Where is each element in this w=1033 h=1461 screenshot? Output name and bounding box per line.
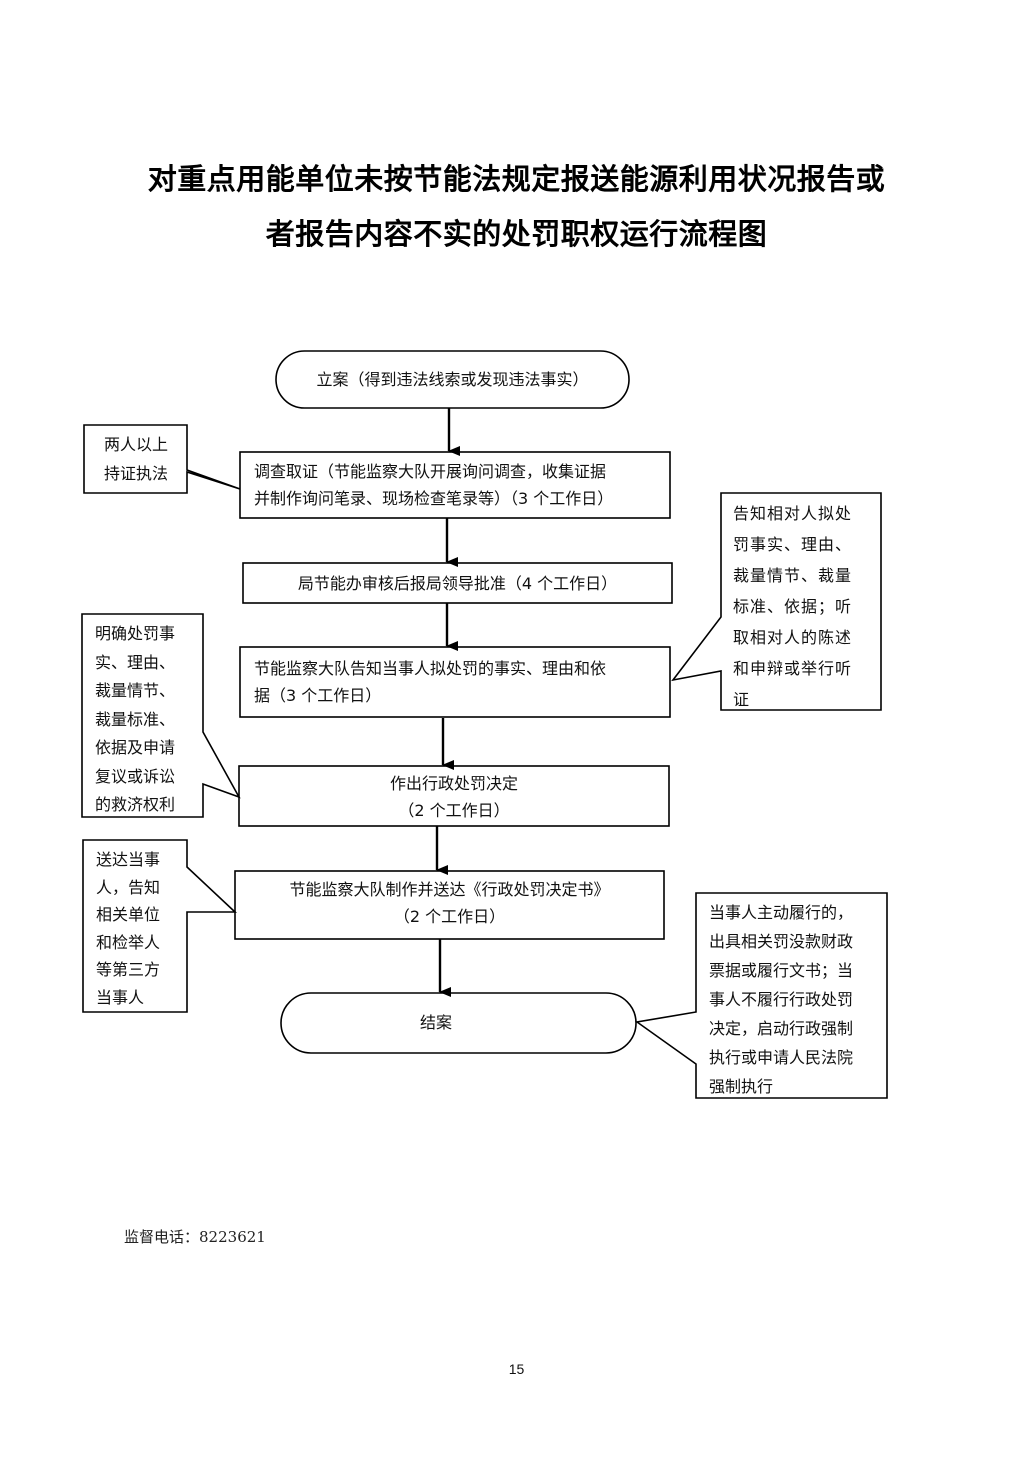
step-decision-box [238, 765, 670, 827]
investigate-note-line: 两人以上 [104, 435, 169, 454]
step-notify-label: 节能监察大队告知当事人拟处罚的事实、理由和依 据（3 个工作日） [254, 655, 666, 709]
step-investigate-line-1: 调查取证（节能监察大队开展询问调查，收集证据 [254, 462, 607, 481]
notify-note-line: 标准、依据；听 [733, 597, 853, 616]
notify-note-line: 告知相对人拟处 [733, 504, 853, 523]
close-note-line: 当事人主动履行的， [709, 903, 854, 922]
investigate-note-line: 持证执法 [104, 464, 169, 483]
step-notify-box [239, 646, 671, 718]
step-decision-label: 作出行政处罚决定 （2 个工作日） [239, 770, 669, 824]
notify-note-line: 裁量情节、裁量 [733, 566, 853, 585]
close-note-line: 出具相关罚没款财政 [709, 932, 854, 951]
delivery-note-line: 送达当事 [96, 850, 161, 869]
step-investigate-line-2: 并制作询问笔录、现场检查笔录等）（3 个工作日） [254, 489, 614, 508]
callout-investigate-note [83, 424, 241, 494]
title-line-2: 者报告内容不实的处罚职权运行流程图 [265, 217, 768, 251]
step-investigate-label: 调查取证（节能监察大队开展询问调查，收集证据 并制作询问笔录、现场检查笔录等）（… [254, 458, 664, 512]
notify-note-line: 证 [733, 690, 751, 709]
step-investigate-box [239, 451, 671, 519]
close-note-line: 事人不履行行政处罚 [709, 990, 854, 1009]
end-terminator [280, 992, 637, 1054]
callout-close-note [634, 892, 888, 1099]
step-approval-box [242, 562, 673, 604]
title-line-1: 对重点用能单位未按节能法规定报送能源利用状况报告或 [147, 162, 886, 196]
delivery-note-line: 相关单位 [96, 905, 161, 924]
decision-note-line: 裁量标准、 [95, 709, 176, 729]
step-notify-line-1: 节能监察大队告知当事人拟处罚的事实、理由和依 [254, 659, 607, 678]
decision-note-text: 明确处罚事 实、理由、 裁量情节、 裁量标准、 依据及申请 复议或诉讼 的救济权… [95, 620, 175, 820]
step-notify-line-2: 据（3 个工作日） [254, 686, 382, 705]
page-number: 15 [508, 1361, 525, 1377]
delivery-note-line: 等第三方 [96, 960, 161, 979]
supervision-phone-label: 监督电话： [124, 1228, 200, 1246]
step-delivery-line-2: （2 个工作日） [393, 907, 506, 926]
close-note-line: 决定，启动行政强制 [709, 1019, 854, 1038]
step-delivery-box [234, 870, 665, 940]
start-label: 立案（得到违法线索或发现违法事实） [316, 370, 589, 389]
delivery-note-line: 当事人 [96, 987, 145, 1007]
step-decision-line-2: （2 个工作日） [398, 801, 510, 820]
step-decision-line-1: 作出行政处罚决定 [389, 774, 518, 793]
start-terminator [275, 350, 630, 409]
decision-note-line: 明确处罚事 [95, 624, 176, 643]
callout-delivery-note [82, 839, 238, 1013]
callout-notify-note [671, 492, 882, 711]
supervision-phone-number: 8223621 [199, 1228, 266, 1246]
decision-note-line: 依据及申请 [95, 738, 176, 757]
delivery-note-line: 和检举人 [96, 932, 161, 952]
step-delivery-label: 节能监察大队制作并送达《行政处罚决定书》 （2 个工作日） [235, 876, 664, 930]
decision-note-line: 实、理由、 [95, 652, 176, 672]
close-note-line: 强制执行 [709, 1077, 774, 1096]
supervision-phone: 监督电话：8223621 [124, 1226, 266, 1247]
close-note-line: 执行或申请人民法院 [709, 1048, 854, 1067]
close-note-text: 当事人主动履行的， 出具相关罚没款财政 票据或履行文书；当 事人不履行行政处罚 … [709, 898, 853, 1101]
decision-note-line: 复议或诉讼 [95, 766, 176, 786]
notify-note-line: 和申辩或举行听 [733, 659, 853, 678]
notify-note-line: 罚事实、理由、 [733, 535, 853, 554]
end-label: 结案 [420, 1013, 453, 1032]
callout-decision-note [81, 613, 241, 818]
step-delivery-line-1: 节能监察大队制作并送达《行政处罚决定书》 [289, 880, 610, 899]
notify-note-text: 告知相对人拟处 罚事实、理由、 裁量情节、裁量 标准、依据；听 取相对人的陈述 … [733, 498, 852, 715]
close-note-line: 票据或履行文书；当 [709, 961, 854, 980]
delivery-note-text: 送达当事 人，告知 相关单位 和检举人 等第三方 当事人 [96, 846, 160, 1011]
decision-note-line: 的救济权利 [95, 795, 176, 814]
step-approval-label: 局节能办审核后报局领导批准（4 个工作日） [297, 574, 618, 593]
delivery-note-line: 人，告知 [96, 877, 161, 897]
decision-note-line: 裁量情节、 [95, 681, 176, 700]
investigate-note-text: 两人以上 持证执法 [104, 430, 168, 488]
notify-note-line: 取相对人的陈述 [733, 628, 853, 647]
